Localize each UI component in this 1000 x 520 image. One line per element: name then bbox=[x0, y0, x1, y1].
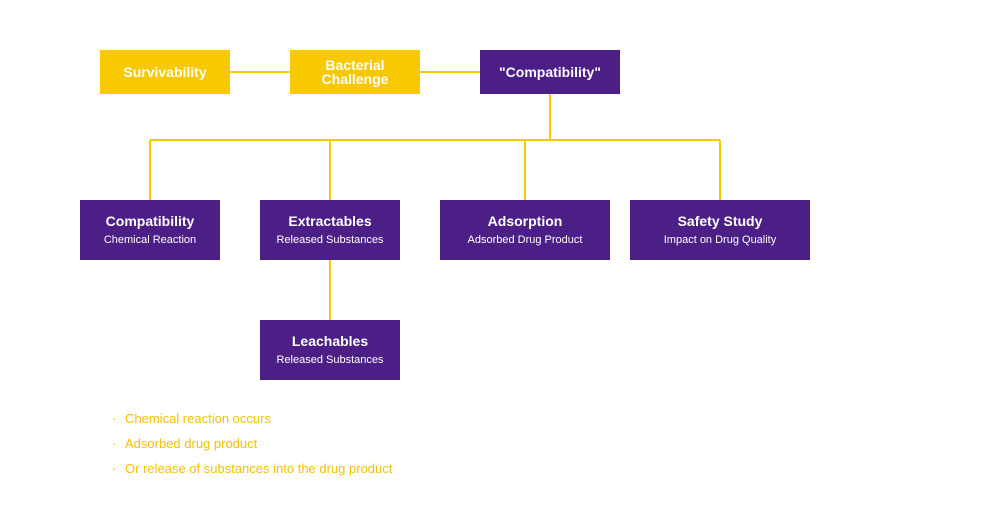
extractables-subtitle: Released Substances bbox=[276, 234, 384, 246]
bullet-dot-icon: · bbox=[112, 461, 117, 476]
safety-study-box: Safety Study Impact on Drug Quality bbox=[630, 200, 810, 260]
bullet-item: · Adsorbed drug product bbox=[112, 435, 392, 460]
bullet-item: · Chemical reaction occurs bbox=[112, 410, 392, 435]
bullet-dot-icon: · bbox=[112, 436, 117, 451]
compatibility-root-title: "Compatibility" bbox=[499, 64, 601, 80]
adsorption-title: Adsorption bbox=[487, 213, 563, 229]
survivability-box: Survivability bbox=[100, 50, 230, 94]
leachables-title: Leachables bbox=[291, 333, 369, 349]
extractables-box: Extractables Released Substances bbox=[260, 200, 400, 260]
bullet-list: · Chemical reaction occurs · Adsorbed drug… bbox=[112, 410, 392, 485]
bacterial-challenge-box: Bacterial Challenge bbox=[290, 50, 420, 94]
bacterial-challenge-title: Bacterial Challenge bbox=[321, 57, 389, 87]
adsorption-subtitle: Adsorbed Drug Product bbox=[467, 234, 583, 246]
compatibility-title: Compatibility bbox=[105, 213, 195, 229]
survivability-title: Survivability bbox=[123, 64, 207, 80]
compatibility-root-box: "Compatibility" bbox=[480, 50, 620, 94]
compatibility-subtitle: Chemical Reaction bbox=[103, 234, 197, 246]
bullet-text: Chemical reaction occurs bbox=[125, 411, 271, 426]
bullet-dot-icon: · bbox=[112, 411, 117, 426]
extractables-title: Extractables bbox=[288, 213, 372, 229]
bullet-text: Or release of substances into the drug p… bbox=[125, 461, 393, 476]
leachables-box: Leachables Released Substances bbox=[260, 320, 400, 380]
safety-study-subtitle: Impact on Drug Quality bbox=[663, 234, 777, 246]
compatibility-box: Compatibility Chemical Reaction bbox=[80, 200, 220, 260]
adsorption-box: Adsorption Adsorbed Drug Product bbox=[440, 200, 610, 260]
bullet-item: · Or release of substances into the drug … bbox=[112, 460, 392, 485]
bullet-text: Adsorbed drug product bbox=[125, 436, 258, 451]
leachables-subtitle: Released Substances bbox=[276, 354, 384, 366]
safety-study-title: Safety Study bbox=[677, 213, 763, 229]
